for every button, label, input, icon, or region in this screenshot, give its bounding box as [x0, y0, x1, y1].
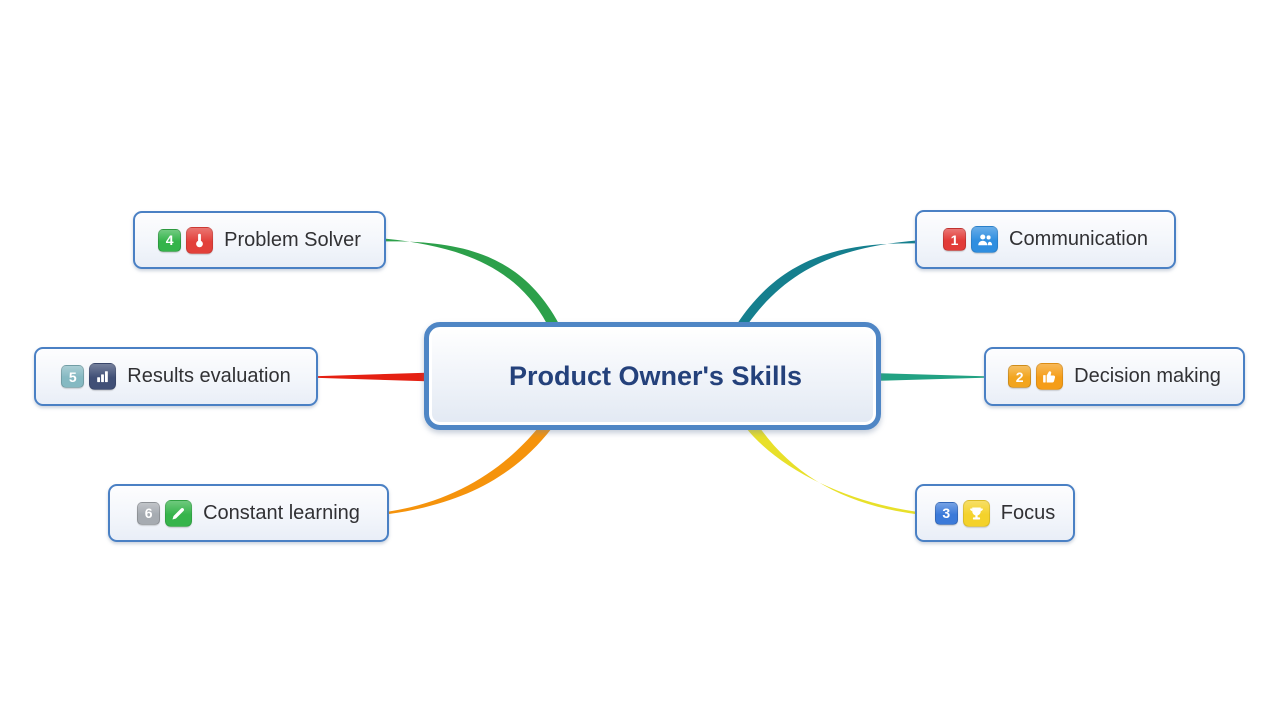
- node-label: Focus: [1000, 501, 1056, 524]
- node-problem-solver[interactable]: 4 Problem Solver: [133, 211, 386, 269]
- connector-problem-solver: [386, 238, 559, 324]
- priority-badge: 2: [1008, 365, 1032, 388]
- central-topic-label: Product Owner's Skills: [508, 360, 802, 391]
- node-constant-learning[interactable]: 6 Constant learning: [108, 484, 389, 542]
- connector-communication: [737, 240, 915, 324]
- priority-badge: 4: [158, 228, 182, 252]
- node-decision-making[interactable]: 2 Decision making: [984, 347, 1245, 406]
- priority-badge: 1: [943, 228, 967, 251]
- people-icon: [971, 226, 999, 253]
- thumbs-up-icon: [1036, 363, 1064, 390]
- thermometer-icon: [186, 226, 214, 254]
- node-label: Communication: [1009, 228, 1148, 250]
- connector-decision-making: [879, 373, 984, 381]
- node-focus[interactable]: 3 Focus: [915, 484, 1075, 542]
- bar-chart-icon: [89, 363, 117, 390]
- priority-badge: 5: [61, 365, 85, 388]
- node-label: Results evaluation: [127, 365, 291, 387]
- connector-focus: [746, 428, 915, 514]
- connector-results-evaluation: [318, 372, 426, 382]
- node-communication[interactable]: 1 Communication: [915, 210, 1176, 269]
- connector-constant-learning: [389, 428, 552, 514]
- node-label: Constant learning: [203, 501, 360, 524]
- priority-badge: 6: [137, 501, 161, 525]
- central-topic-node[interactable]: Product Owner's Skills: [424, 322, 881, 430]
- node-results-evaluation[interactable]: 5 Results evaluation: [34, 347, 318, 406]
- pencil-icon: [165, 499, 193, 527]
- trophy-icon: [962, 499, 990, 527]
- priority-badge: 3: [934, 501, 958, 525]
- node-label: Decision making: [1074, 365, 1221, 387]
- node-label: Problem Solver: [224, 228, 361, 251]
